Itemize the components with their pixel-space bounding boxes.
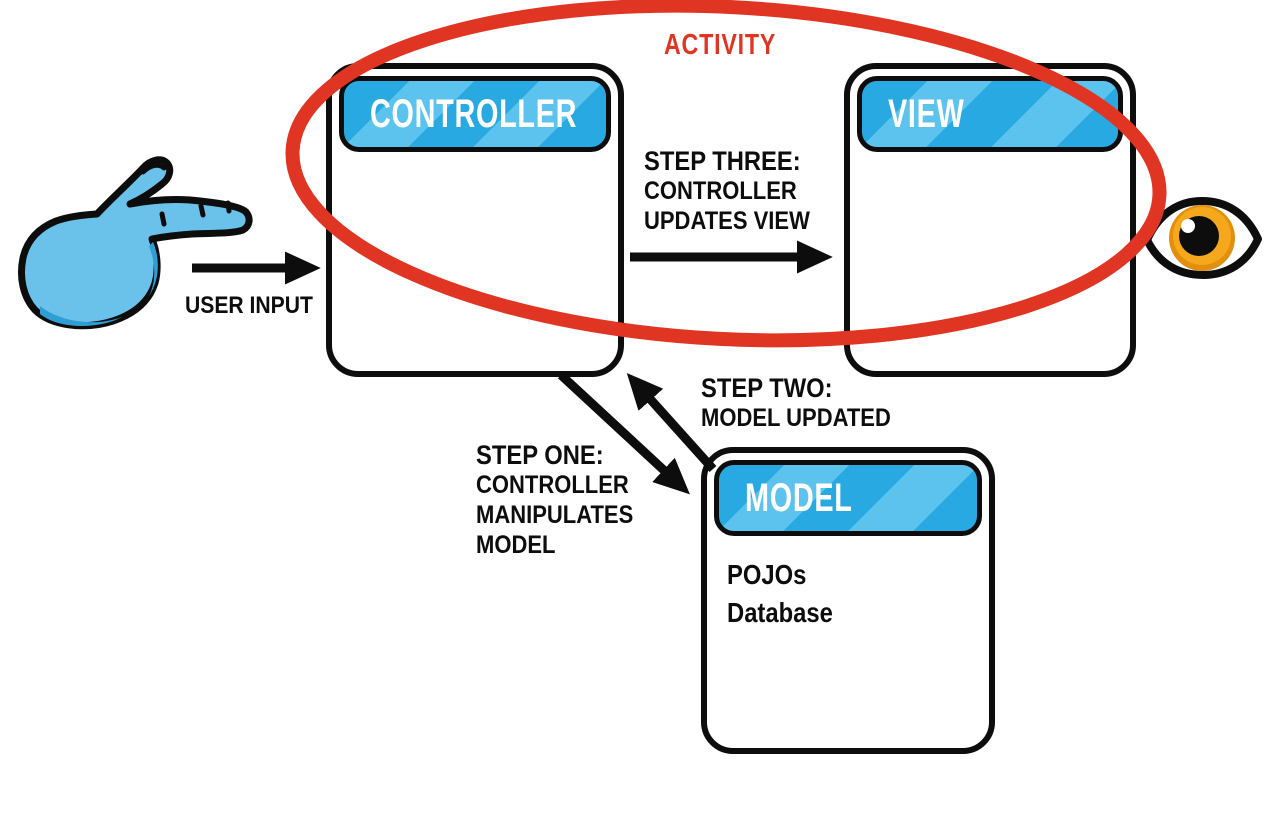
eye-highlight [1181, 219, 1195, 233]
model-item: POJOs [727, 559, 807, 590]
step-one-line: MANIPULATES [476, 501, 634, 529]
activity-label: ACTIVITY [664, 29, 777, 61]
step-three-line: UPDATES VIEW [644, 207, 810, 235]
step-one-line: MODEL [476, 531, 556, 559]
hand-shading-bottom [40, 306, 122, 327]
hand-knuckle-lines [159, 200, 232, 227]
hand-outline [18, 156, 253, 330]
model-box: MODEL [701, 447, 995, 754]
model-items: POJOs Database [727, 556, 833, 632]
step-two-line: MODEL UPDATED [701, 404, 891, 432]
step-two-label: STEP TWO: MODEL UPDATED [701, 373, 891, 433]
step-three-label: STEP THREE: CONTROLLER UPDATES VIEW [644, 146, 810, 236]
model-header: MODEL [714, 460, 982, 536]
step-three-line: CONTROLLER [644, 177, 797, 205]
hand-shading-side [149, 242, 158, 296]
model-title: MODEL [745, 475, 853, 520]
step-one-label: STEP ONE: CONTROLLER MANIPULATES MODEL [476, 440, 633, 560]
eye-icon [1143, 197, 1262, 279]
user-input-label: USER INPUT [185, 292, 313, 319]
step-one-line: STEP ONE: [476, 440, 604, 470]
step-three-line: STEP THREE: [644, 146, 801, 176]
step-one-arrow [557, 371, 690, 495]
step-one-line: CONTROLLER [476, 471, 629, 499]
eye-iris-group [1169, 205, 1235, 271]
hand-nail-line [140, 162, 167, 175]
model-item: Database [727, 597, 833, 628]
pointing-hand-icon [18, 156, 253, 330]
step-two-line: STEP TWO: [701, 373, 833, 403]
step-two-arrow [626, 372, 717, 473]
